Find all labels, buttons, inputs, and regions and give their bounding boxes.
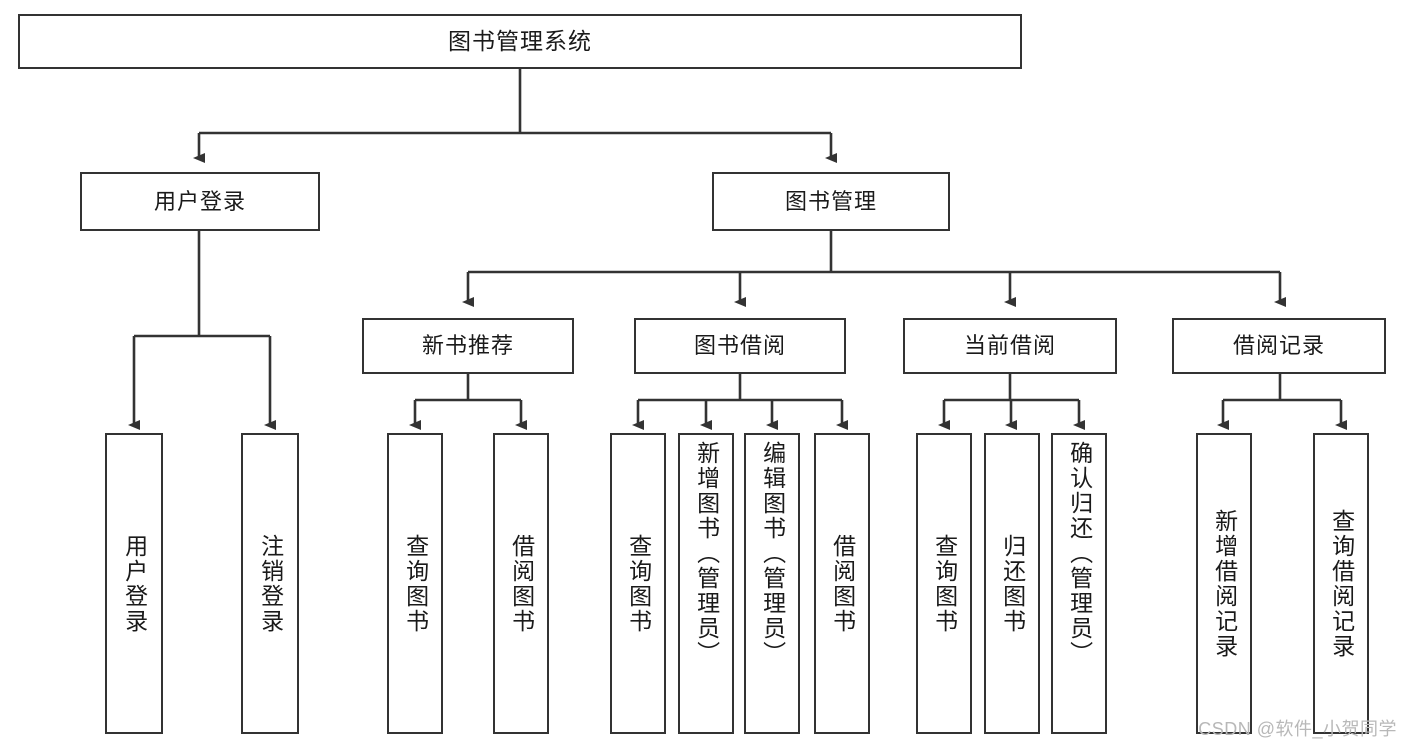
leaf-user-login-login-label: 用户登录: [121, 533, 148, 634]
leaf-current-borrow-query[interactable]: 查询图书: [916, 433, 972, 734]
node-root[interactable]: 图书管理系统: [18, 14, 1022, 69]
leaf-book-borrow-add[interactable]: 新增图书（管理员）: [678, 433, 734, 734]
leaf-book-borrow-borrow[interactable]: 借阅图书: [814, 433, 870, 734]
node-new-book-recommend-label: 新书推荐: [421, 333, 514, 359]
node-book-management-label: 图书管理: [784, 188, 877, 214]
leaf-book-borrow-borrow-label: 借阅图书: [829, 533, 856, 634]
leaf-new-book-borrow-label: 借阅图书: [508, 533, 535, 634]
node-root-label: 图书管理系统: [448, 28, 592, 55]
node-user-login[interactable]: 用户登录: [80, 172, 320, 231]
leaf-current-borrow-confirm-label: 确认归还（管理员）: [1066, 441, 1093, 666]
node-borrow-record[interactable]: 借阅记录: [1172, 318, 1386, 374]
node-user-login-label: 用户登录: [153, 188, 246, 214]
node-book-borrow[interactable]: 图书借阅: [634, 318, 846, 374]
leaf-new-book-query-label: 查询图书: [402, 533, 429, 634]
leaf-new-book-query[interactable]: 查询图书: [387, 433, 443, 734]
node-book-borrow-label: 图书借阅: [693, 333, 786, 359]
leaf-borrow-record-query-label: 查询借阅记录: [1328, 508, 1355, 659]
node-borrow-record-label: 借阅记录: [1232, 333, 1325, 359]
leaf-book-borrow-add-label: 新增图书（管理员）: [693, 441, 720, 666]
leaf-user-login-logout[interactable]: 注销登录: [241, 433, 299, 734]
leaf-current-borrow-return-label: 归还图书: [999, 533, 1026, 634]
leaf-borrow-record-add[interactable]: 新增借阅记录: [1196, 433, 1252, 734]
leaf-user-login-logout-label: 注销登录: [257, 533, 284, 634]
leaf-user-login-login[interactable]: 用户登录: [105, 433, 163, 734]
node-new-book-recommend[interactable]: 新书推荐: [362, 318, 574, 374]
leaf-current-borrow-query-label: 查询图书: [931, 533, 958, 634]
leaf-borrow-record-query[interactable]: 查询借阅记录: [1313, 433, 1369, 734]
leaf-book-borrow-query-label: 查询图书: [625, 533, 652, 634]
leaf-current-borrow-return[interactable]: 归还图书: [984, 433, 1040, 734]
node-book-management[interactable]: 图书管理: [712, 172, 950, 231]
leaf-book-borrow-edit[interactable]: 编辑图书（管理员）: [744, 433, 800, 734]
leaf-book-borrow-edit-label: 编辑图书（管理员）: [759, 441, 786, 666]
node-current-borrow[interactable]: 当前借阅: [903, 318, 1117, 374]
node-current-borrow-label: 当前借阅: [963, 333, 1056, 359]
watermark: CSDN @软件_小贺同学: [1198, 719, 1397, 739]
leaf-book-borrow-query[interactable]: 查询图书: [610, 433, 666, 734]
leaf-borrow-record-add-label: 新增借阅记录: [1211, 508, 1238, 659]
leaf-current-borrow-confirm[interactable]: 确认归还（管理员）: [1051, 433, 1107, 734]
leaf-new-book-borrow[interactable]: 借阅图书: [493, 433, 549, 734]
